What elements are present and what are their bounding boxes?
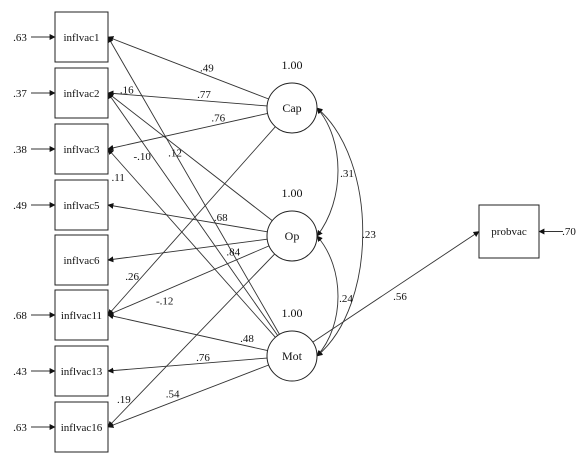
loading-arrow-mot-i16 <box>107 364 269 428</box>
error-variance-label: .43 <box>13 366 27 378</box>
loading-label: .49 <box>200 63 214 75</box>
error-variance-label: .49 <box>13 200 27 212</box>
correlation-arc-cap-mot <box>316 107 364 357</box>
loading-arrow-cap-i2 <box>107 90 268 107</box>
factor-variance-label: 1.00 <box>282 306 303 320</box>
error-variance-label: .63 <box>13 32 27 44</box>
regression-label: .56 <box>393 291 407 303</box>
indicator-label: inflvac2 <box>63 88 99 100</box>
indicator-inflvac13: inflvac13 .43 <box>13 345 109 397</box>
loading-label: .54 <box>166 388 180 400</box>
indicator-box <box>54 401 109 453</box>
error-variance-label: .38 <box>13 144 27 156</box>
correlation-arc-op-mot <box>316 235 339 357</box>
loading-label: .16 <box>120 85 134 97</box>
indicator-inflvac5: inflvac5 .49 <box>13 179 109 231</box>
correlation-label: .24 <box>339 293 353 305</box>
loading-label: .84 <box>226 247 240 259</box>
outcome-probvac: probvac .70 <box>478 204 576 259</box>
loading-label: .19 <box>117 394 131 406</box>
loading-label: .76 <box>211 112 225 124</box>
loading-label: -.10 <box>133 151 151 163</box>
indicator-label: inflvac11 <box>61 310 102 322</box>
factor-mot: Mot 1.00 <box>266 306 318 382</box>
loading-arrow-op-i2 <box>107 92 273 222</box>
indicator-inflvac1: inflvac1 .63 <box>13 11 109 63</box>
error-variance-label: .63 <box>13 422 27 434</box>
factor-variance-label: 1.00 <box>282 186 303 200</box>
loading-arrow-op-i16 <box>107 253 275 428</box>
indicator-label: inflvac1 <box>63 32 99 44</box>
loading-label: .48 <box>240 333 254 345</box>
indicator-inflvac11: inflvac11 .68 <box>13 289 109 341</box>
correlation-label: .23 <box>362 229 376 241</box>
factor-label: Op <box>285 229 300 243</box>
indicator-box <box>54 179 109 231</box>
factor-circle <box>266 330 318 382</box>
loading-arrow-cap-i1 <box>107 36 269 100</box>
factor-label: Cap <box>282 101 301 115</box>
error-variance-label: .70 <box>562 226 576 238</box>
loading-arrow-mot-i2 <box>107 92 279 336</box>
indicator-inflvac2: inflvac2 .37 <box>13 67 109 119</box>
loading-arrow-op-i11 <box>107 245 270 316</box>
loading-arrow-mot-i3 <box>107 148 276 338</box>
indicator-inflvac16: inflvac16 .63 <box>13 401 109 453</box>
factor-label: Mot <box>282 349 303 363</box>
indicator-box <box>54 289 109 341</box>
indicator-box <box>54 123 109 175</box>
loading-label: .12 <box>168 148 182 160</box>
loading-arrow-mot-i11 <box>107 313 268 352</box>
loading-arrow-cap-i3 <box>107 112 268 151</box>
indicator-box <box>54 11 109 63</box>
error-variance-label: .37 <box>13 88 27 100</box>
loading-arrow-mot-i13 <box>107 357 268 374</box>
indicator-box <box>54 345 109 397</box>
correlation-arc-cap-op <box>316 107 339 237</box>
indicator-label: inflvac6 <box>63 255 100 267</box>
factor-circle <box>266 210 318 262</box>
loading-label: .26 <box>125 271 139 283</box>
factor-circle <box>266 82 318 134</box>
outcome-box <box>478 204 540 259</box>
edge-labels-layer: .49.77.76.26.12.68.84-.12.19.16-.10.11.4… <box>112 63 408 406</box>
loading-label: -.12 <box>156 295 173 307</box>
error-variance-label: .68 <box>13 310 27 322</box>
loading-arrow-mot-i1 <box>107 36 280 335</box>
regression-arrow <box>312 231 480 343</box>
factor-op: Op 1.00 <box>266 186 318 262</box>
loading-arrow-cap-i11 <box>107 126 276 316</box>
factor-variance-label: 1.00 <box>282 58 303 72</box>
indicator-inflvac3: inflvac3 .38 <box>13 123 109 175</box>
indicator-label: inflvac13 <box>61 366 103 378</box>
loading-label: .11 <box>112 172 125 184</box>
indicator-label: inflvac3 <box>63 144 100 156</box>
outcome-label: probvac <box>491 226 527 238</box>
correlation-label: .31 <box>340 168 354 180</box>
indicator-label: inflvac16 <box>61 422 103 434</box>
indicator-box <box>54 67 109 119</box>
loading-label: .68 <box>214 212 228 224</box>
indicator-label: inflvac5 <box>63 200 100 212</box>
loading-arrow-op-i5 <box>107 202 268 233</box>
indicator-inflvac6: inflvac6 <box>54 234 109 286</box>
loading-arrow-op-i6 <box>107 238 268 263</box>
factor-cap: Cap 1.00 <box>266 58 318 134</box>
edges-layer <box>31 34 563 430</box>
loading-label: .77 <box>197 89 211 101</box>
indicator-box <box>54 234 109 286</box>
loading-label: .76 <box>196 352 210 364</box>
